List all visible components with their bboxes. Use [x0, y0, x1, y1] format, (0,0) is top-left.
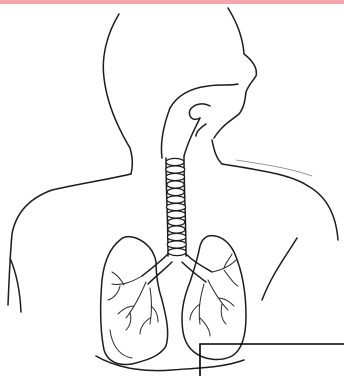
- left-lung: [101, 237, 168, 365]
- pharynx-back: [161, 108, 170, 158]
- left-bronchiole-1: [108, 272, 142, 300]
- left-main-bronchus-lower: [148, 262, 172, 284]
- head-outline-left: [103, 14, 132, 174]
- right-arm-inner: [262, 238, 297, 300]
- right-bronchiole-2: [208, 280, 234, 324]
- trachea-ring: [168, 248, 186, 255]
- pharynx-front: [184, 118, 200, 156]
- paper-top-edge: [0, 0, 344, 4]
- left-shoulder-outline: [8, 174, 131, 305]
- right-lung: [182, 236, 246, 360]
- trachea-ring: [166, 173, 185, 180]
- trachea-ring: [167, 181, 184, 188]
- trachea: [166, 156, 187, 256]
- trachea-ring: [166, 166, 185, 173]
- head-outline-right: [214, 8, 256, 138]
- right-bronchiole-1: [212, 254, 238, 286]
- trachea-ring: [166, 158, 184, 165]
- right-shoulder-outline: [222, 164, 338, 240]
- left-bronchiole-3: [140, 288, 158, 334]
- trachea-ring: [168, 218, 185, 225]
- right-bronchiole-3: [190, 284, 210, 336]
- trachea-ring: [168, 226, 185, 233]
- trachea-ring: [166, 203, 185, 210]
- neck-outline-right: [212, 140, 222, 164]
- trachea-ring: [167, 233, 186, 240]
- right-main-bronchus-lower: [182, 262, 206, 282]
- left-bronchiole-2: [118, 282, 146, 330]
- bronchi: [142, 254, 212, 284]
- mouth-opening: [196, 124, 206, 136]
- trachea-ring: [167, 211, 185, 218]
- left-arm-inner: [10, 258, 21, 312]
- trachea-ring: [167, 188, 184, 195]
- label-leader-line: [200, 344, 344, 376]
- right-lung-outline: [182, 236, 246, 360]
- nasal-cavity-bottom: [189, 104, 210, 119]
- left-lung-outline: [101, 237, 168, 365]
- trachea-ring: [167, 241, 186, 248]
- trachea-rings: [166, 158, 187, 255]
- left-lung-inner-outline: [110, 330, 132, 358]
- label-pointer: [200, 344, 344, 376]
- nasal-cavity: [161, 84, 238, 158]
- trachea-ring: [167, 196, 185, 203]
